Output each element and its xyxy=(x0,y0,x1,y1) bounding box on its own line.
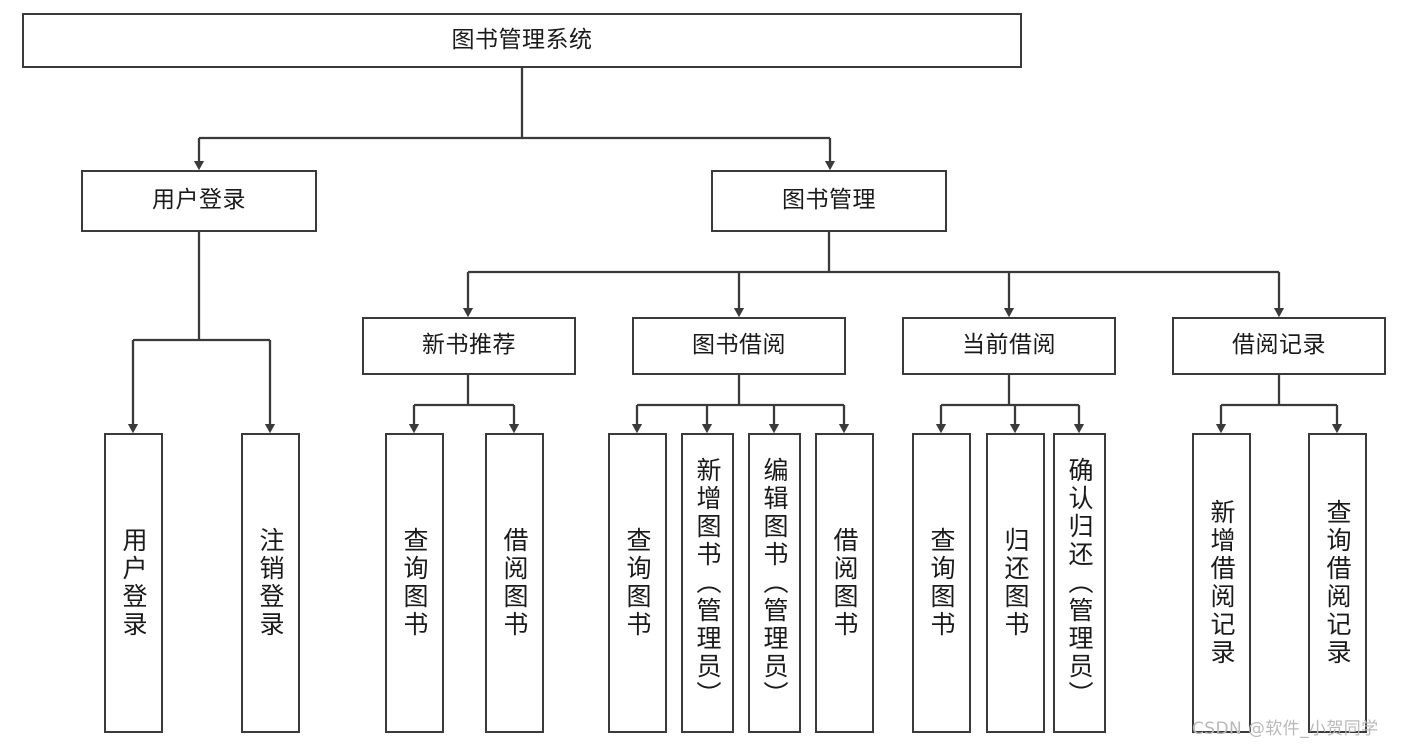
node-leaf-query-book-2[interactable]: 查询图书 xyxy=(608,433,667,733)
node-user-login-label: 用户登录 xyxy=(152,187,246,214)
node-borrow-record[interactable]: 借阅记录 xyxy=(1172,317,1386,375)
node-leaf-query-book-1-label: 查询图书 xyxy=(400,527,429,639)
node-book-borrow[interactable]: 图书借阅 xyxy=(632,317,846,375)
node-leaf-query-record[interactable]: 查询借阅记录 xyxy=(1308,433,1367,733)
node-book-manage[interactable]: 图书管理 xyxy=(711,170,947,232)
node-leaf-query-book-2-label: 查询图书 xyxy=(623,527,652,639)
node-borrow-record-label: 借阅记录 xyxy=(1232,332,1326,359)
node-leaf-borrow-book-2[interactable]: 借阅图书 xyxy=(815,433,874,733)
node-leaf-query-record-label: 查询借阅记录 xyxy=(1323,499,1352,667)
node-current-borrow[interactable]: 当前借阅 xyxy=(902,317,1116,375)
node-leaf-borrow-book-1-label: 借阅图书 xyxy=(500,527,529,639)
node-leaf-borrow-book-1[interactable]: 借阅图书 xyxy=(485,433,544,733)
node-leaf-return-book-label: 归还图书 xyxy=(1001,527,1030,639)
node-leaf-confirm-return[interactable]: 确认归还（管理员） xyxy=(1053,433,1106,733)
node-leaf-add-record-label: 新增借阅记录 xyxy=(1207,499,1236,667)
node-root-label: 图书管理系统 xyxy=(451,26,593,53)
node-new-book-rec[interactable]: 新书推荐 xyxy=(362,317,576,375)
node-book-manage-label: 图书管理 xyxy=(782,187,876,214)
node-leaf-add-book-label: 新增图书（管理员） xyxy=(693,457,722,709)
node-leaf-borrow-book-2-label: 借阅图书 xyxy=(830,527,859,639)
node-current-borrow-label: 当前借阅 xyxy=(962,332,1056,359)
node-leaf-add-book[interactable]: 新增图书（管理员） xyxy=(681,433,734,733)
node-leaf-user-login-label: 用户登录 xyxy=(119,527,148,639)
node-leaf-logout[interactable]: 注销登录 xyxy=(241,433,300,733)
node-leaf-logout-label: 注销登录 xyxy=(256,527,285,639)
node-leaf-edit-book-label: 编辑图书（管理员） xyxy=(760,457,789,709)
node-leaf-confirm-return-label: 确认归还（管理员） xyxy=(1065,457,1094,709)
node-leaf-user-login[interactable]: 用户登录 xyxy=(104,433,163,733)
csdn-watermark: CSDN @软件_小贺同学 xyxy=(1192,719,1379,739)
node-leaf-query-book-3-label: 查询图书 xyxy=(927,527,956,639)
node-leaf-query-book-3[interactable]: 查询图书 xyxy=(912,433,971,733)
node-root[interactable]: 图书管理系统 xyxy=(22,13,1022,68)
node-leaf-return-book[interactable]: 归还图书 xyxy=(986,433,1045,733)
node-leaf-edit-book[interactable]: 编辑图书（管理员） xyxy=(748,433,801,733)
node-book-borrow-label: 图书借阅 xyxy=(692,332,786,359)
node-leaf-add-record[interactable]: 新增借阅记录 xyxy=(1192,433,1251,733)
node-user-login[interactable]: 用户登录 xyxy=(81,170,317,232)
node-leaf-query-book-1[interactable]: 查询图书 xyxy=(385,433,444,733)
node-new-book-rec-label: 新书推荐 xyxy=(422,332,516,359)
